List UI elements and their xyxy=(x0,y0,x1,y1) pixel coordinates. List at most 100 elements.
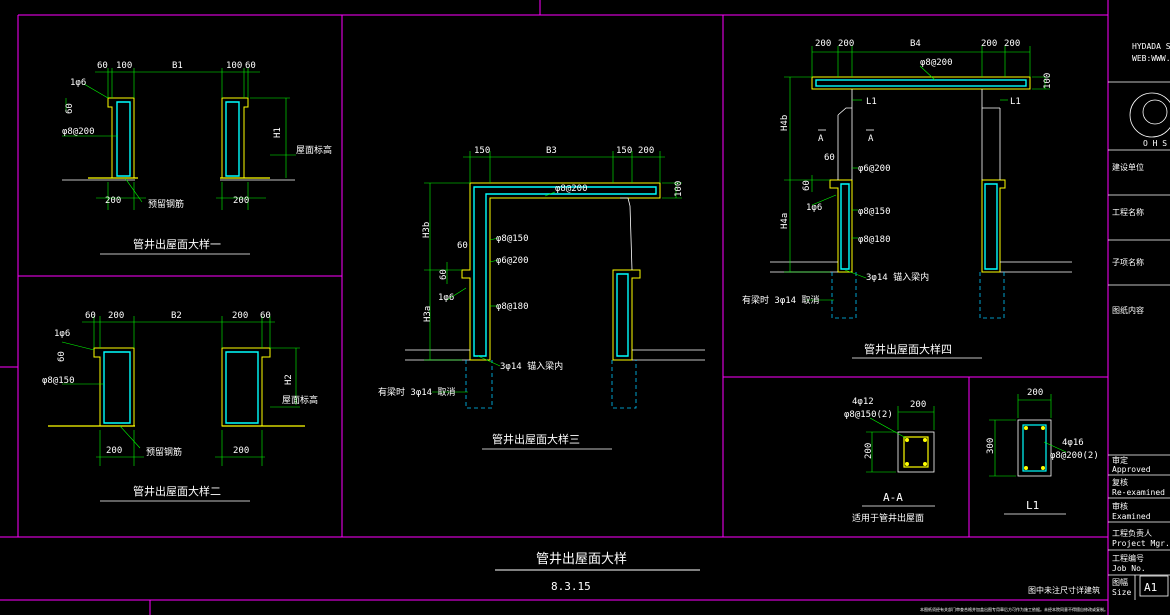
d3-label-rebar-150: φ8@150 xyxy=(496,234,529,244)
d2-title: 管井出屋面大样二 xyxy=(133,484,221,498)
l1-title: L1 xyxy=(1026,499,1039,512)
d4-label-a2: A xyxy=(868,134,874,144)
d4-dim-b4: B4 xyxy=(910,39,921,49)
size-value: A1 xyxy=(1144,581,1157,594)
examined-en: Examined xyxy=(1112,512,1151,521)
d3-label-h3b: H3b xyxy=(422,222,432,238)
d4-dim-200a: 200 xyxy=(815,39,831,49)
d1-dim-60b: 60 xyxy=(245,61,256,71)
d1-label-reserved: 预留钢筋 xyxy=(148,198,184,210)
aa-subtitle: 适用于管井出屋面 xyxy=(852,512,924,524)
d4-label-h4a: H4a xyxy=(780,213,790,229)
d2-dim-200a: 200 xyxy=(108,311,124,321)
d2-label-rebar: φ8@150 xyxy=(42,376,75,386)
d1-dim-200a: 200 xyxy=(105,196,121,206)
aa-title: A-A xyxy=(883,491,903,504)
job-cn: 工程编号 xyxy=(1112,553,1144,563)
d3-label-h3a: H3a xyxy=(423,306,433,322)
field-owner: 建设单位 xyxy=(1112,162,1144,172)
project-cn: 工程负责人 xyxy=(1112,528,1152,538)
detail-3: 150 B3 150 200 100 φ8@200 H3b φ8@150 60 … xyxy=(378,146,705,450)
d4-dim-100: 100 xyxy=(1043,73,1053,89)
main-title: 管井出屋面大样 xyxy=(536,552,627,567)
d4-dim-200b: 200 xyxy=(838,39,854,49)
logo-text: O H S xyxy=(1143,139,1167,148)
d2-dim-60b: 60 xyxy=(260,311,271,321)
d1-label-60: 60 xyxy=(65,103,75,114)
aa-dim-height: 200 xyxy=(864,443,874,459)
section-l1: 200 300 4φ16 φ8@200(2) L1 xyxy=(986,388,1099,515)
reexamined-en: Re-examined xyxy=(1112,488,1165,497)
d1-label-roof: 屋面标高 xyxy=(296,144,332,156)
d4-label-top-rebar: φ8@200 xyxy=(920,58,953,68)
title-block: HYDADA STUDIO WEB:WWW.HYT O H S 建设单位 工程名… xyxy=(1108,42,1170,600)
approved-cn: 审定 xyxy=(1112,455,1128,465)
d4-label-rebar-150: φ8@150 xyxy=(858,207,891,217)
d4-label-h4b: H4b xyxy=(780,115,790,131)
d2-label-1phi6: 1φ6 xyxy=(54,329,70,339)
d3-dim-100: 100 xyxy=(674,181,684,197)
d4-label-60a: 60 xyxy=(824,153,835,163)
detail-1: 60 100 B1 100 60 200 200 1φ6 60 φ8@200 H… xyxy=(62,61,332,255)
d4-dim-200c: 200 xyxy=(981,39,997,49)
d2-label-reserved: 预留钢筋 xyxy=(146,446,182,458)
detail-4: 200 200 B4 200 200 100 φ8@200 L1 L1 A A … xyxy=(742,39,1072,359)
l1-dim-width: 200 xyxy=(1027,388,1043,398)
d1-title: 管井出屋面大样一 xyxy=(133,237,221,251)
d2-label-roof: 屋面标高 xyxy=(282,394,318,406)
field-project: 工程名称 xyxy=(1112,207,1144,217)
d3-label-top-rebar: φ8@200 xyxy=(555,184,588,194)
d3-label-rebar-200: φ6@200 xyxy=(496,256,529,266)
d1-dim-60a: 60 xyxy=(97,61,108,71)
job-en: Job No. xyxy=(1112,564,1146,573)
d2-dim-b2: B2 xyxy=(171,311,182,321)
d4-label-a1: A xyxy=(818,134,824,144)
d4-label-anchor: 3φ14 锚入梁内 xyxy=(866,271,929,283)
d4-dim-200d: 200 xyxy=(1004,39,1020,49)
d3-label-anchor: 3φ14 锚入梁内 xyxy=(500,360,563,372)
size-cn: 图幅 xyxy=(1112,577,1128,587)
d4-label-beam-note: 有梁时 3φ14 取消 xyxy=(742,294,820,306)
d3-label-1phi6: 1φ6 xyxy=(438,293,454,303)
d3-label-60b: 60 xyxy=(439,269,449,280)
d1-label-1phi6: 1φ6 xyxy=(70,78,86,88)
l1-label-stirrup: φ8@200(2) xyxy=(1050,451,1099,461)
d3-label-rebar-180: φ8@180 xyxy=(496,302,529,312)
section-aa: 200 200 4φ12 φ8@150(2) A-A 适用于管井出屋面 xyxy=(844,397,935,524)
approved-en: Approved xyxy=(1112,465,1151,474)
d3-dim-150a: 150 xyxy=(474,146,490,156)
d4-label-l1a: L1 xyxy=(866,97,877,107)
bottom-note: 图中未注尺寸详建筑 xyxy=(1028,585,1100,595)
company-line2: WEB:WWW.HYT xyxy=(1132,54,1170,63)
d1-label-rebar: φ8@200 xyxy=(62,127,95,137)
d4-title: 管井出屋面大样四 xyxy=(864,342,952,356)
d3-dim-150b: 150 xyxy=(616,146,632,156)
d1-dim-100a: 100 xyxy=(116,61,132,71)
d3-dim-200: 200 xyxy=(638,146,654,156)
aa-label-stirrup: φ8@150(2) xyxy=(844,410,893,420)
drawing-number: 8.3.15 xyxy=(551,580,591,593)
l1-dim-height: 300 xyxy=(986,438,996,454)
d2-dim-200b: 200 xyxy=(232,311,248,321)
d3-dim-b3: B3 xyxy=(546,146,557,156)
d3-label-60a: 60 xyxy=(457,241,468,251)
d2-dim-200c: 200 xyxy=(106,446,122,456)
reexamined-cn: 复核 xyxy=(1112,477,1128,487)
d1-dim-b1: B1 xyxy=(172,61,183,71)
d1-label-h1: H1 xyxy=(273,127,283,138)
d1-dim-200b: 200 xyxy=(233,196,249,206)
d4-label-1phi6: 1φ6 xyxy=(806,203,822,213)
drawing-frame xyxy=(0,0,1109,615)
l1-label-bars: 4φ16 xyxy=(1062,438,1084,448)
d4-label-l1b: L1 xyxy=(1010,97,1021,107)
d4-label-rebar-200: φ6@200 xyxy=(858,164,891,174)
d4-label-rebar-180: φ8@180 xyxy=(858,235,891,245)
d2-label-h2: H2 xyxy=(284,374,294,385)
d3-label-beam-note: 有梁时 3φ14 取消 xyxy=(378,386,456,398)
d2-dim-60a: 60 xyxy=(85,311,96,321)
aa-dim-width: 200 xyxy=(910,400,926,410)
detail-2: 60 200 B2 200 60 200 200 1φ6 60 φ8@150 H… xyxy=(42,311,318,502)
company-line1: HYDADA STUDIO xyxy=(1132,42,1170,51)
main-title-block: 管井出屋面大样 8.3.15 图中未注尺寸详建筑 本图纸须经有关部门审查合格并加… xyxy=(495,552,1108,612)
